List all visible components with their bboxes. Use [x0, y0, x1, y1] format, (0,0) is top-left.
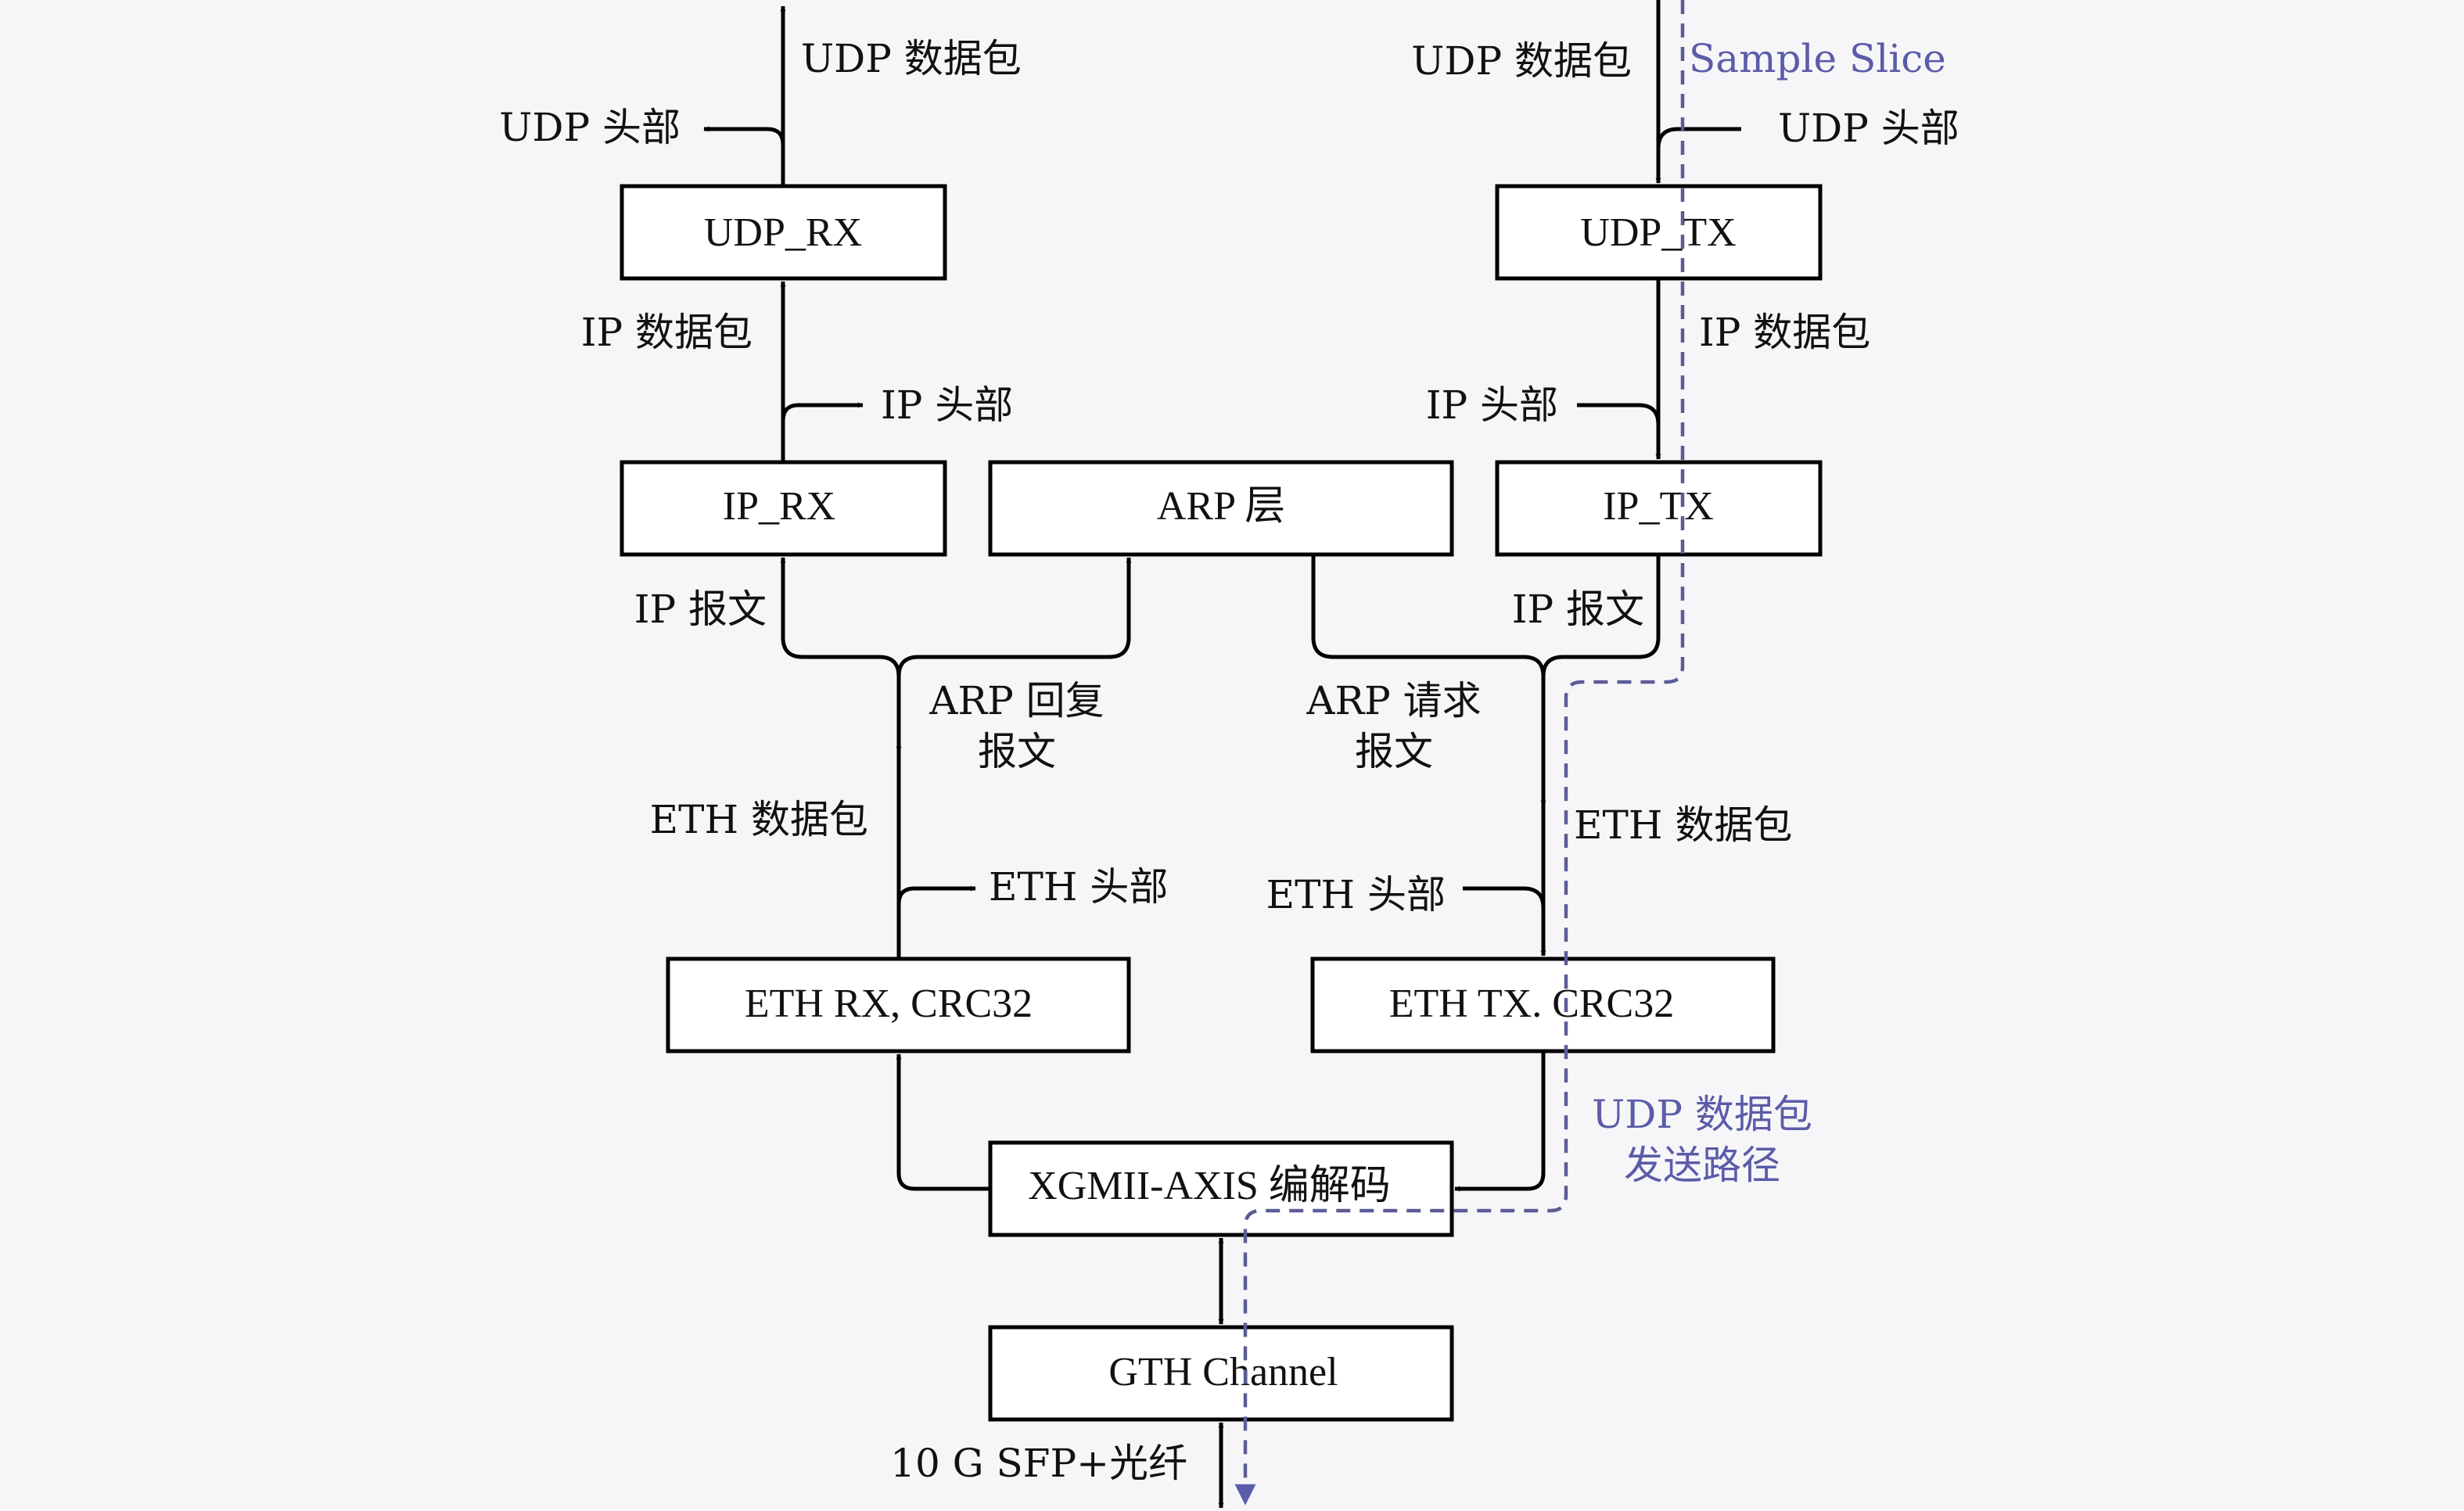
tx-ip-header-label: IP 头部 [1426, 382, 1558, 428]
block-udp-rx: UDP_RX [620, 184, 947, 281]
rx-eth-header-arrow [896, 885, 976, 919]
rx-arp-reply-arrow [896, 557, 1132, 677]
rx-udp-packet-label: UDP 数据包 [801, 36, 1022, 81]
block-gth-label: GTH Channel [1108, 1350, 1338, 1394]
block-xgmii: XGMII-AXIS 编解码 [988, 1140, 1454, 1237]
tx-ip-message-wire [1541, 555, 1661, 677]
rx-ip-header-arrow [781, 402, 864, 423]
arp-request-label-line1: ARP 请求 [1306, 678, 1481, 723]
arp-request-label-line2: 报文 [1355, 729, 1433, 774]
block-udp-rx-label: UDP_RX [704, 210, 862, 255]
tx-ip-message-label: IP 报文 [1512, 587, 1644, 632]
sfp-fiber-label: 10 G SFP+光纤 [890, 1441, 1187, 1486]
block-xgmii-label: XGMII-AXIS 编解码 [1028, 1164, 1391, 1208]
block-ip-rx: IP_RX [620, 460, 947, 557]
sample-slice-path [1234, 0, 1685, 1506]
rx-ip-header-label: IP 头部 [881, 382, 1013, 428]
rx-eth-header-label: ETH 头部 [989, 864, 1168, 910]
block-ip-tx: IP_TX [1495, 460, 1823, 557]
tx-xgmii-arrow [1454, 1051, 1546, 1192]
block-eth-tx-label: ETH TX. CRC32 [1389, 982, 1675, 1026]
rx-wires [703, 5, 1132, 1191]
rx-ip-message-label: IP 报文 [634, 587, 767, 632]
udp-send-path-label-line2: 发送路径 [1624, 1143, 1780, 1188]
block-udp-tx: UDP_TX [1495, 184, 1823, 281]
rx-ip-packet-label: IP 数据包 [581, 310, 752, 355]
tx-arp-request-wire [1311, 555, 1546, 677]
rx-ip-message-arrow [780, 557, 901, 677]
rx-xgmii-arrow [896, 1053, 990, 1191]
tx-ip-header-arrow [1577, 403, 1661, 425]
arp-reply-label-line1: ARP 回复 [928, 678, 1104, 723]
tx-eth-packet-label: ETH 数据包 [1574, 802, 1792, 848]
block-ip-rx-label: IP_RX [723, 484, 835, 529]
block-eth-rx: ETH RX, CRC32 [666, 956, 1131, 1053]
block-eth-rx-label: ETH RX, CRC32 [745, 982, 1033, 1026]
tx-udp-header-label: UDP 头部 [1778, 106, 1959, 151]
block-eth-tx: ETH TX. CRC32 [1310, 956, 1776, 1053]
block-ip-tx-label: IP_TX [1603, 484, 1714, 529]
arp-reply-label-line2: 报文 [978, 729, 1056, 774]
rx-udp-header-arrow [703, 126, 785, 160]
tx-udp-header-arrow [1656, 127, 1741, 149]
sample-slice-label: Sample Slice [1689, 36, 1946, 81]
block-udp-tx-label: UDP_TX [1580, 210, 1736, 255]
rx-udp-header-label: UDP 头部 [499, 105, 681, 150]
block-arp-label: ARP 层 [1157, 484, 1285, 529]
tx-eth-header-label: ETH 头部 [1266, 872, 1446, 917]
tx-udp-packet-label: UDP 数据包 [1411, 38, 1632, 84]
tx-wires [1311, 0, 1741, 1192]
udp-send-path-label-line1: UDP 数据包 [1592, 1092, 1812, 1137]
block-arp: ARP 层 [988, 460, 1454, 557]
rx-eth-packet-label: ETH 数据包 [650, 797, 868, 842]
tx-eth-header-arrow [1463, 886, 1546, 909]
tx-ip-packet-label: IP 数据包 [1699, 310, 1870, 355]
block-gth: GTH Channel [988, 1325, 1454, 1422]
